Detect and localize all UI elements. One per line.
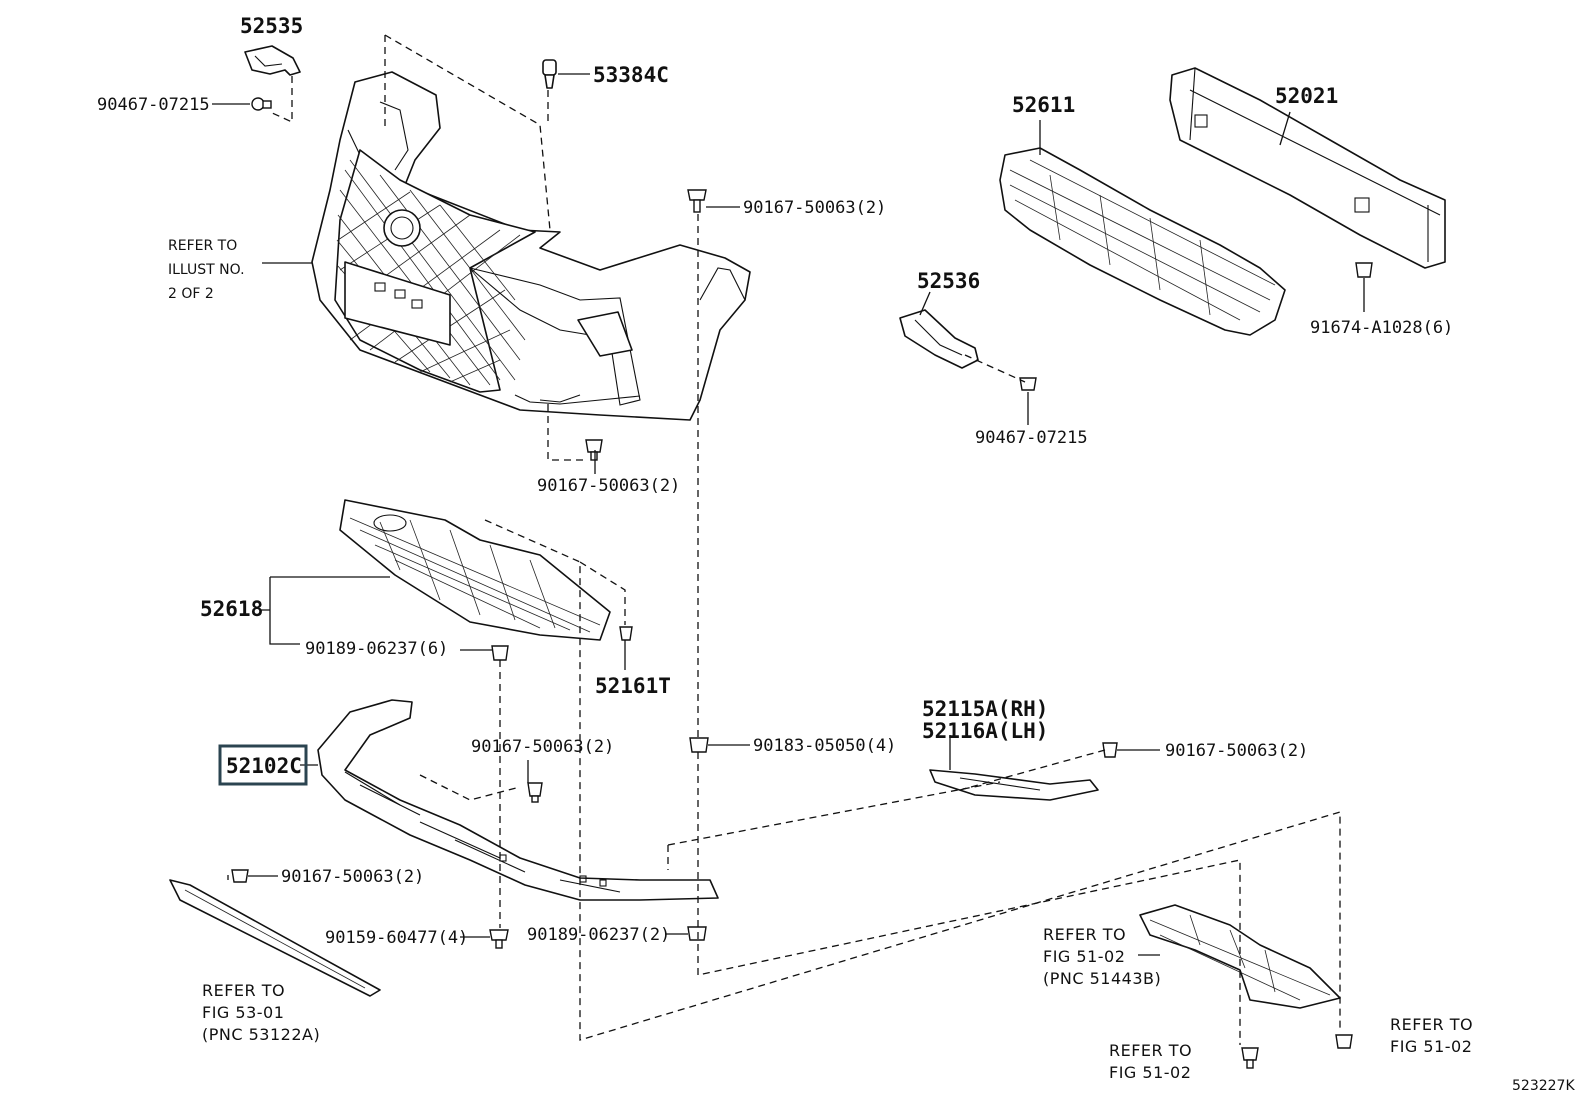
label-90167-50063-d[interactable]: 90167-50063(2): [281, 867, 424, 887]
clip-bolts-center: [231, 189, 1373, 1069]
label-52618[interactable]: 52618: [200, 597, 263, 621]
lower-spoiler-52102c-illustration: [317, 699, 719, 901]
spoiler-side-52115a-illustration: [929, 769, 1099, 801]
svg-text:(PNC 51443B): (PNC 51443B): [1043, 969, 1161, 988]
label-52116a[interactable]: 52116A(LH): [922, 719, 1048, 743]
svg-text:REFER TO: REFER TO: [202, 981, 285, 1000]
label-90167-50063-e[interactable]: 90167-50063(2): [1165, 741, 1308, 761]
bumper-cover-illustration: [311, 71, 751, 421]
label-52611[interactable]: 52611: [1012, 93, 1075, 117]
label-90183-05050[interactable]: 90183-05050(4): [753, 736, 896, 756]
svg-text:ILLUST NO.: ILLUST NO.: [168, 262, 245, 278]
svg-text:FIG 51-02: FIG 51-02: [1043, 947, 1125, 966]
label-90167-50063-a[interactable]: 90167-50063(2): [743, 198, 886, 218]
svg-text:FIG 51-02: FIG 51-02: [1109, 1063, 1191, 1082]
label-90189-06237-b[interactable]: 90189-06237(2): [527, 925, 670, 945]
ref-illust-2of2: REFER TO ILLUST NO. 2 OF 2: [168, 238, 245, 302]
label-90159-60477[interactable]: 90159-60477(4): [325, 928, 468, 948]
pin-53384c-illustration: [542, 59, 557, 89]
label-90467-07215-mid[interactable]: 90467-07215: [975, 428, 1088, 448]
leader-lines: [212, 73, 1365, 956]
svg-text:(PNC 53122A): (PNC 53122A): [202, 1025, 320, 1044]
undercover-right-illustration: [1139, 904, 1341, 1009]
svg-text:REFER TO: REFER TO: [1043, 925, 1126, 944]
ref-fig-51-02-c[interactable]: REFER TO FIG 51-02: [1390, 1015, 1473, 1056]
svg-text:REFER TO: REFER TO: [1109, 1041, 1192, 1060]
svg-text:REFER TO: REFER TO: [168, 238, 237, 254]
illustration-code: 523227K: [1512, 1078, 1575, 1094]
assembly-dashed-lines: [227, 34, 1341, 1045]
label-90167-50063-c[interactable]: 90167-50063(2): [471, 737, 614, 757]
label-90189-06237-a[interactable]: 90189-06237(6): [305, 639, 448, 659]
ref-fig-51-02-b[interactable]: REFER TO FIG 51-02: [1109, 1041, 1192, 1082]
label-52021[interactable]: 52021: [1275, 84, 1338, 108]
bumper-reinforcement-52021-illustration: [1169, 67, 1446, 269]
label-52535[interactable]: 52535: [240, 14, 303, 38]
bracket-52536-illustration: [899, 309, 979, 369]
ref-fig-53-01[interactable]: REFER TO FIG 53-01 (PNC 53122A): [202, 981, 320, 1044]
label-53384c[interactable]: 53384C: [593, 63, 669, 87]
label-52102c[interactable]: 52102C: [226, 754, 302, 778]
svg-text:REFER TO: REFER TO: [1390, 1015, 1473, 1034]
svg-text:FIG 53-01: FIG 53-01: [202, 1003, 284, 1022]
energy-absorber-52611-illustration: [999, 147, 1286, 336]
label-90467-07215-top[interactable]: 90467-07215: [97, 95, 210, 115]
highlight-box-52102c: [218, 744, 308, 786]
ref-fig-51-02-a[interactable]: REFER TO FIG 51-02 (PNC 51443B): [1043, 925, 1161, 988]
svg-text:2 OF 2: 2 OF 2: [168, 286, 214, 302]
svg-text:FIG 51-02: FIG 51-02: [1390, 1037, 1472, 1056]
label-52161t[interactable]: 52161T: [595, 674, 671, 698]
label-52115a[interactable]: 52115A(RH): [922, 697, 1048, 721]
label-90167-50063-b[interactable]: 90167-50063(2): [537, 476, 680, 496]
label-52536[interactable]: 52536: [917, 269, 980, 293]
label-91674-a1028[interactable]: 91674-A1028(6): [1310, 318, 1453, 338]
engine-undercover-52618-illustration: [339, 499, 611, 641]
bracket-52535-illustration: [244, 45, 301, 111]
lower-strip-left-illustration: [169, 879, 381, 997]
